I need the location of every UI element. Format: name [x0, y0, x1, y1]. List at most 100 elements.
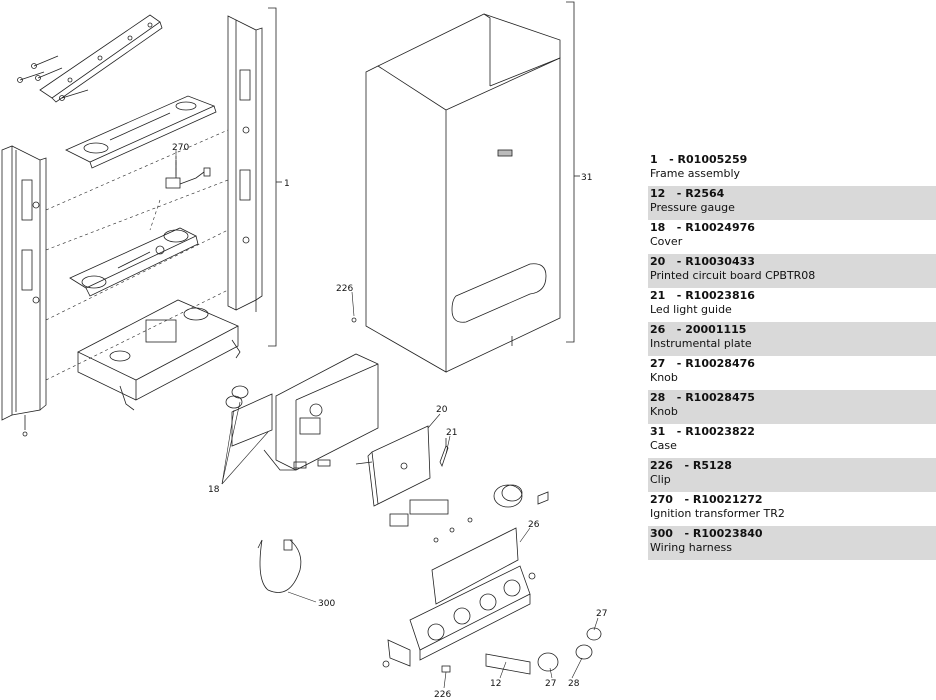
part-number: 1	[650, 153, 658, 166]
part-code: R10023840	[692, 527, 763, 540]
part-number: 12	[650, 187, 666, 200]
part-description: Pressure gauge	[650, 201, 735, 214]
led-light-guide	[439, 438, 449, 468]
callout-226-bottom: 226	[434, 690, 451, 700]
part-number: 300	[650, 527, 673, 540]
part-code: R01005259	[677, 153, 748, 166]
part-number-line: 300 - R10023840	[650, 527, 936, 541]
part-code: R10028476	[685, 357, 755, 370]
part-number: 28	[650, 391, 666, 404]
part-code: R10023822	[685, 425, 755, 438]
terminal-blocks	[389, 499, 473, 543]
part-code: R2564	[685, 187, 725, 200]
part-code: R10023816	[685, 289, 755, 302]
part-code: R10024976	[685, 221, 755, 234]
cover-knobs	[225, 385, 331, 469]
part-code: R10021272	[692, 493, 763, 506]
callout-300: 300	[318, 599, 335, 609]
fixing-screws	[17, 55, 89, 101]
part-number: 26	[650, 323, 666, 336]
part-number: 18	[650, 221, 666, 234]
part-separator: -	[672, 527, 693, 540]
part-description: Led light guide	[650, 303, 732, 316]
part-number-line: 18 - R10024976	[650, 221, 936, 235]
right-frame-rail	[227, 15, 263, 312]
callout-21: 21	[446, 428, 457, 438]
part-separator: -	[672, 459, 693, 472]
callout-28: 28	[568, 679, 580, 689]
wall-bracket	[39, 14, 163, 103]
part-code: 20001115	[685, 323, 747, 336]
outer-case	[351, 13, 561, 373]
left-frame-rail	[1, 145, 47, 437]
part-description: Ignition transformer TR2	[650, 507, 785, 520]
part-description: Case	[650, 439, 677, 452]
ignition-transformer	[165, 160, 211, 189]
part-number-line: 270 - R10021272	[650, 493, 936, 507]
part-description: Instrumental plate	[650, 337, 752, 350]
upper-crossmember	[65, 95, 217, 169]
part-description: Frame assembly	[650, 167, 741, 180]
leader-lines	[175, 152, 599, 689]
part-description: Printed circuit board CPBTR08	[650, 269, 816, 282]
callout-1: 1	[284, 179, 290, 189]
part-separator: -	[665, 357, 686, 370]
part-code: R10028475	[685, 391, 755, 404]
part-separator: -	[657, 153, 678, 166]
callout-31: 31	[581, 173, 592, 183]
callout-12: 12	[490, 679, 501, 689]
part-separator: -	[665, 255, 686, 268]
part-code: R5128	[692, 459, 732, 472]
part-number-line: 1 - R01005259	[650, 153, 936, 167]
front-knobs	[485, 572, 602, 675]
part-number-line: 12 - R2564	[650, 187, 936, 201]
part-separator: -	[665, 187, 686, 200]
part-number-line: 27 - R10028476	[650, 357, 936, 371]
part-description: Cover	[650, 235, 683, 248]
callout-31-bracket	[566, 1, 580, 343]
part-separator: -	[665, 425, 686, 438]
part-number-line: 21 - R10023816	[650, 289, 936, 303]
part-description: Knob	[650, 371, 678, 384]
part-number: 226	[650, 459, 673, 472]
callout-26: 26	[528, 520, 540, 530]
gauge-bezel	[493, 484, 549, 508]
callout-27-bottom: 27	[545, 679, 556, 689]
part-code: R10030433	[685, 255, 755, 268]
assembly-guide-lines	[45, 129, 229, 381]
part-description: Clip	[650, 473, 671, 486]
wiring-harness	[257, 539, 302, 593]
part-number-line: 20 - R10030433	[650, 255, 936, 269]
part-number-line: 31 - R10023822	[650, 425, 936, 439]
middle-crossmember	[69, 227, 199, 297]
part-separator: -	[665, 221, 686, 234]
clip-226	[441, 665, 451, 673]
part-number-line: 26 - 20001115	[650, 323, 936, 337]
part-number: 20	[650, 255, 666, 268]
part-number: 270	[650, 493, 673, 506]
part-separator: -	[665, 391, 686, 404]
part-separator: -	[665, 323, 686, 336]
callout-270: 270	[172, 143, 189, 153]
callout-226-top: 226	[336, 284, 353, 294]
part-number-line: 226 - R5128	[650, 459, 936, 473]
part-separator: -	[672, 493, 693, 506]
callout-1-bracket	[268, 7, 282, 347]
control-box-housing	[263, 353, 379, 471]
part-number: 21	[650, 289, 666, 302]
callout-18: 18	[208, 485, 220, 495]
part-description: Wiring harness	[650, 541, 732, 554]
printed-circuit-board	[355, 425, 431, 507]
